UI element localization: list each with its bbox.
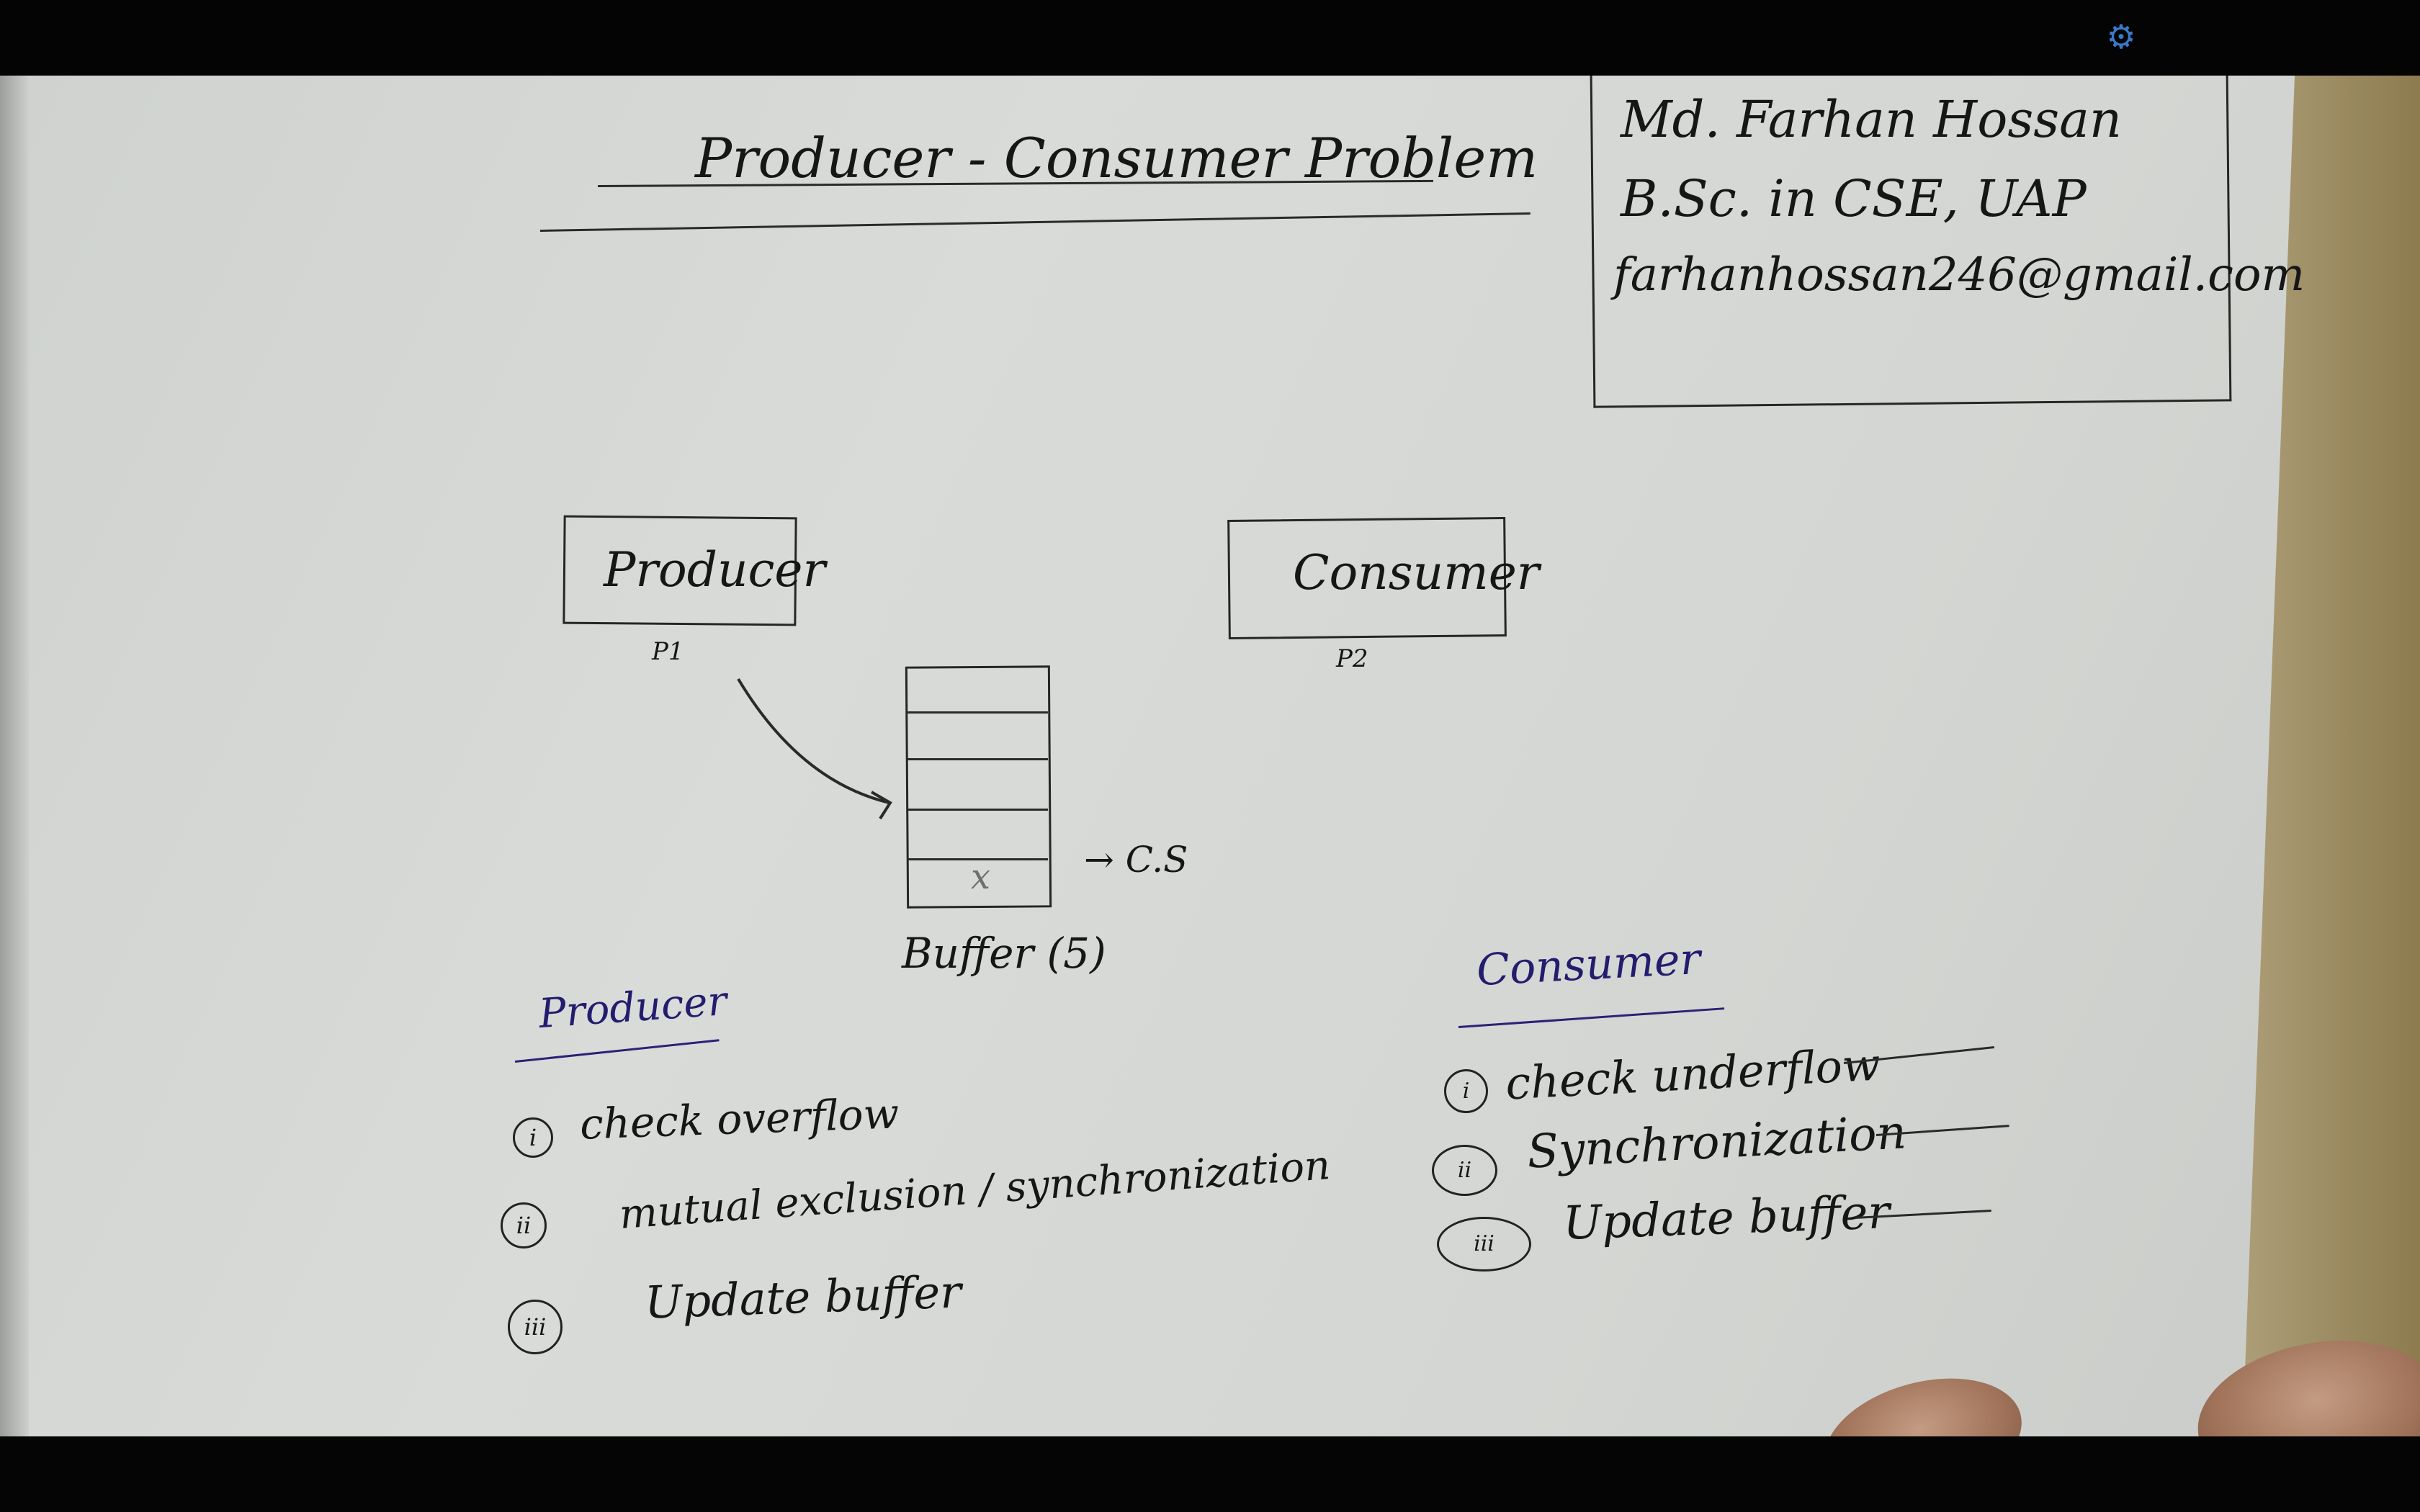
step-number: i xyxy=(1444,1069,1488,1113)
producer-id: P1 xyxy=(652,637,684,666)
step-number: iii xyxy=(1437,1217,1531,1272)
gear-icon[interactable]: ⚙ xyxy=(2106,17,2136,56)
buffer-slot-divider xyxy=(908,809,1048,811)
step-text: Update buffer xyxy=(1561,1186,1891,1251)
consumer-id: P2 xyxy=(1336,644,1368,673)
author-email: farhanhossan246@gmail.com xyxy=(1613,248,2305,302)
author-name: Md. Farhan Hossan xyxy=(1621,90,2123,149)
buffer-label: Buffer (5) xyxy=(902,929,1106,978)
buffer-slot-divider xyxy=(908,858,1048,860)
consumer-label: Consumer xyxy=(1293,545,1540,600)
video-top-bar xyxy=(0,0,2420,76)
producer-to-buffer-arrow xyxy=(737,678,892,820)
paper-sheet: Producer - Consumer Problem Md. Farhan H… xyxy=(0,76,2420,1436)
step-number: i xyxy=(513,1117,553,1158)
producer-label: Producer xyxy=(604,542,826,598)
video-frame[interactable]: Producer - Consumer Problem Md. Farhan H… xyxy=(0,76,2420,1436)
buffer-slot-divider xyxy=(908,758,1048,760)
step-number: ii xyxy=(501,1202,547,1248)
step-number: ii xyxy=(1432,1145,1497,1196)
author-degree: B.Sc. in CSE, UAP xyxy=(1621,169,2087,228)
video-bottom-bar xyxy=(0,1436,2420,1512)
buffer-item: x xyxy=(971,857,991,897)
buffer-slot-divider xyxy=(908,711,1048,714)
board-title: Producer - Consumer Problem xyxy=(695,126,1538,190)
step-number: iii xyxy=(508,1300,563,1354)
critical-section-label: → C.S xyxy=(1084,839,1188,881)
step-text: Update buffer xyxy=(643,1265,962,1329)
